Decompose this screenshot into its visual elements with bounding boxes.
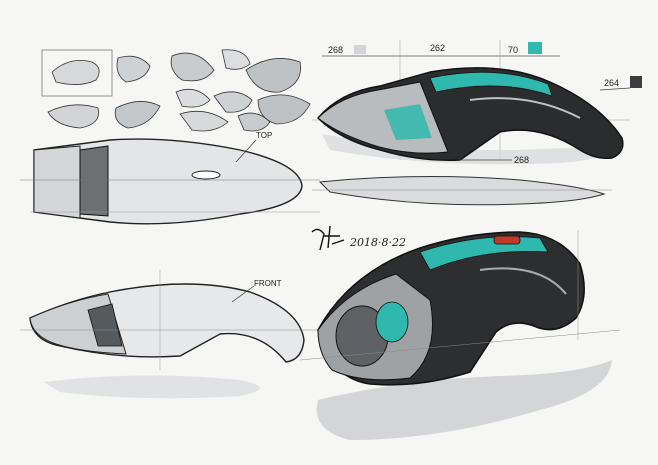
perspective-teal-band [419,236,549,271]
thumbnail-sketch [213,91,253,113]
perspective-shadow [316,360,612,440]
top-view-sketch: TOP [20,131,320,225]
sketch-date: 2018·8·22 [349,236,406,249]
power-button [493,235,521,245]
dimension-268-top: 268 [328,45,343,55]
side-view-highlight [469,97,581,119]
front-view-filter [87,303,123,347]
thumbnail-sketch [47,104,99,129]
front-view-shadow [44,375,260,399]
dimension-262: 262 [430,43,445,53]
dimension-leader [599,87,631,91]
thumbnail-sketch [221,49,251,70]
top-label-leader [235,139,257,163]
signature-mark [311,225,345,251]
thumbnail-sketch [116,55,151,83]
teal-swatch [528,42,542,54]
thumbnail-sketch [114,101,161,129]
dimension-70: 70 [508,45,518,55]
perspective-handle-highlight [479,267,567,295]
profile-view-sketch [312,175,612,206]
profile-body [318,175,606,206]
perspective-teal-filter [375,301,409,343]
thumbnail-sketch [237,112,271,132]
side-view-sketch [312,40,631,165]
grey-swatch [354,45,366,54]
side-view-teal-core [384,104,432,140]
perspective-render [299,230,621,440]
top-view-label: TOP [256,131,272,140]
top-view-button [191,170,221,180]
front-view-label: FRONT [254,279,282,288]
thumbnail-sketch [179,110,229,132]
top-view-filter [79,145,109,217]
thumbnail-sketch [245,58,301,93]
front-view-sketch: FRONT [20,270,320,399]
thumbnail-box [41,49,113,97]
thumbnail-sketch [51,59,100,85]
thumbnail-sketch [170,52,215,82]
front-label-leader [231,285,255,303]
side-view-teal-accent [429,71,553,97]
top-view-nozzle [33,145,81,219]
dimension-268-bottom: 268 [514,155,529,165]
thumbnail-sketch [175,88,211,108]
dimension-264: 264 [604,78,619,88]
thumbnail-sketches [41,49,311,132]
construction-line [299,329,621,361]
thumbnail-sketch [257,94,311,125]
dark-swatch [630,76,642,88]
side-view-shadow [322,134,610,165]
